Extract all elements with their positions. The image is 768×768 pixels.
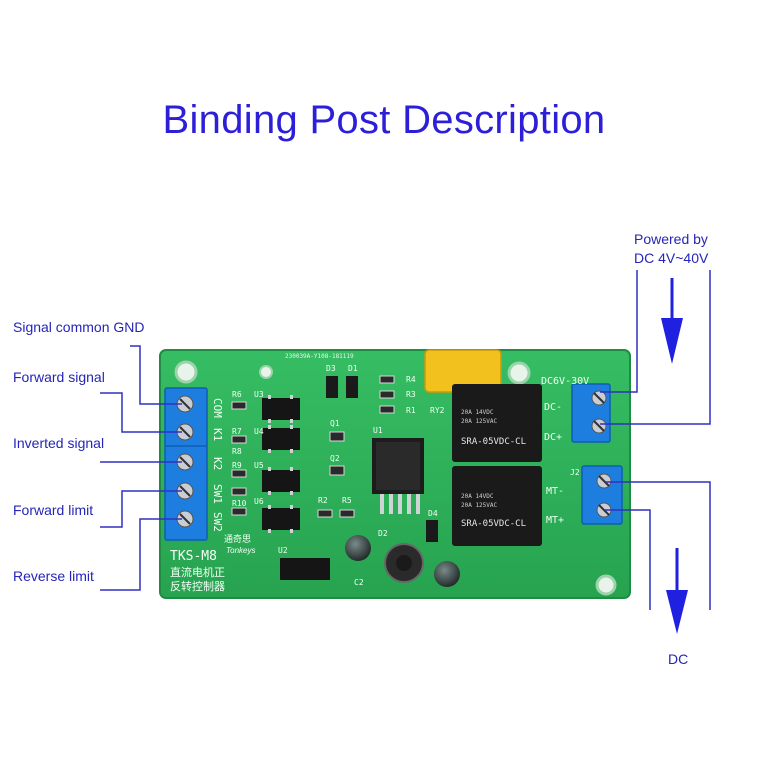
silk-d1: D1 [348,364,358,373]
term-sw2: SW2 [211,512,224,532]
silk-r10: R10 [232,499,247,508]
label-signal-common-gnd: Signal common GND [13,319,145,335]
label-reverse-limit: Reverse limit [13,568,94,584]
silk-q1: Q1 [330,419,340,428]
resistor-column [231,375,395,518]
relay-1: 20A 14VDC 20A 125VAC SRA-05VDC-CL [452,384,542,462]
silk-d3: D3 [326,364,336,373]
silk-d4: D4 [428,509,438,518]
relay2-spec2: 20A 125VAC [461,502,498,509]
diodes-top [326,376,438,542]
label-power-line2: DC 4V~40V [634,250,709,266]
relay2-spec1: 20A 14VDC [461,493,494,500]
silk-u5: U5 [254,461,264,470]
silk-dc-plus: DC+ [544,432,562,443]
term-k1: K1 [211,428,224,441]
silk-mt-plus: MT+ [546,515,564,526]
label-forward-signal: Forward signal [13,369,105,385]
silk-r5: R5 [342,496,352,505]
relay1-model: SRA-05VDC-CL [461,437,526,447]
mount-hole [595,574,617,596]
silk-c2: C2 [354,578,364,587]
mount-hole [174,360,198,384]
pcb-top-code: 230039A-Y108-181119 [285,353,354,360]
silk-r8: R8 [232,447,242,456]
relay1-spec1: 20A 14VDC [461,409,494,416]
silk-d2: D2 [378,529,388,538]
relay-2: 20A 14VDC 20A 125VAC SRA-05VDC-CL [452,466,542,546]
mount-hole [507,361,531,385]
silk-r1: R1 [406,406,416,415]
board-cn-brand: 通奇思 [224,533,251,544]
relay2-model: SRA-05VDC-CL [461,519,526,529]
silk-u2: U2 [278,546,288,555]
board-model: TKS-M8 [170,549,217,564]
silk-u4: U4 [254,427,264,436]
ic-u2 [280,558,330,580]
board-cn-line2: 反转控制器 [170,579,225,593]
mount-hole [259,365,273,379]
capacitor-c1 [345,535,371,561]
silk-dc-minus: DC- [544,402,562,413]
silk-r7: R7 [232,427,242,436]
left-callout-lines [100,345,182,591]
term-k2: K2 [211,457,224,470]
relay1-spec2: 20A 125VAC [461,418,498,425]
board-cn-line1: 直流电机正 [170,565,225,579]
label-dc-output: DC [668,651,689,667]
label-power-line1: Powered by [634,231,708,247]
power-arrow-icon [661,278,683,364]
label-forward-limit: Forward limit [13,502,94,518]
page-title: Binding Post Description [162,98,606,142]
silk-u6: U6 [254,497,264,506]
silk-mt-minus: MT- [546,486,564,497]
board-brand: Tonkeys [226,546,256,555]
silk-r4: R4 [406,375,416,384]
silk-r9: R9 [232,461,242,470]
optocoupler-row [262,395,300,533]
silk-u3: U3 [254,390,264,399]
capacitor-c2 [434,561,460,587]
term-sw1: SW1 [211,484,224,504]
silk-dc-range: DC6V-30V [541,376,589,387]
motor-callout-lines [605,481,711,610]
dc-arrow-icon [666,548,688,634]
power-terminal-block [571,383,611,443]
silk-r2: R2 [318,496,328,505]
motor-terminal-block [581,465,623,525]
silk-j2: J2 [570,468,580,477]
silk-q2: Q2 [330,454,340,463]
label-inverted-signal: Inverted signal [13,435,105,451]
regulator-u1 [372,438,424,514]
silk-ry2: RY2 [430,406,445,415]
silk-u1: U1 [373,426,383,435]
term-com: COM [211,398,224,418]
power-callout-lines [600,270,711,425]
silk-r3: R3 [406,390,416,399]
silk-r6: R6 [232,390,242,399]
input-terminal-block [164,387,208,541]
